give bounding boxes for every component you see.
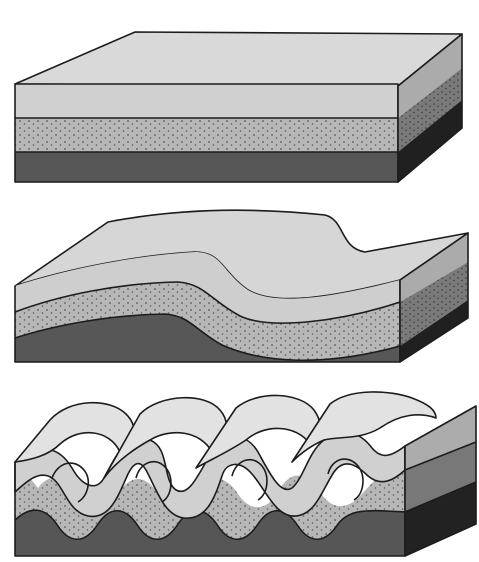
flat-dark-layer — [15, 152, 398, 182]
flat-top-surface — [15, 32, 462, 86]
flat-light-layer — [15, 84, 398, 118]
folds-crest-1 — [15, 403, 134, 462]
panel-repeated-folds — [15, 392, 476, 556]
panel-monocline-fold — [15, 210, 468, 362]
flat-stippled-layer — [15, 118, 398, 152]
panel-flat-strata — [15, 32, 462, 182]
